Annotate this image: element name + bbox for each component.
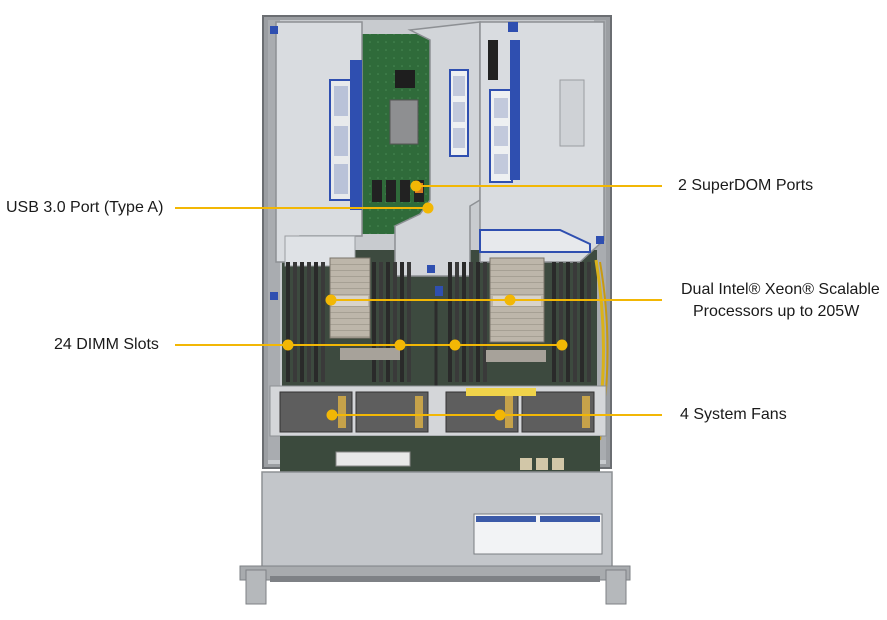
label-dimm-slots: 24 DIMM Slots xyxy=(54,336,159,353)
left-riser-cage xyxy=(270,21,363,300)
front-panel xyxy=(239,471,631,605)
right-riser-cage xyxy=(479,21,605,263)
label-superdom-ports: 2 SuperDOM Ports xyxy=(678,177,814,194)
label-usb-port: USB 3.0 Port (Type A) xyxy=(6,199,164,216)
label-cpu-line2: Processors up to 205W xyxy=(693,303,860,320)
callouts xyxy=(175,180,662,421)
dimm-bank-right xyxy=(448,262,591,382)
dimm-bank-left xyxy=(286,262,411,382)
dimm-banks xyxy=(286,262,591,382)
label-system-fans: 4 System Fans xyxy=(680,406,787,423)
fan-bay xyxy=(269,385,607,437)
lower-board xyxy=(280,436,600,472)
label-cpu-line1: Dual Intel® Xeon® Scalable xyxy=(681,281,880,298)
